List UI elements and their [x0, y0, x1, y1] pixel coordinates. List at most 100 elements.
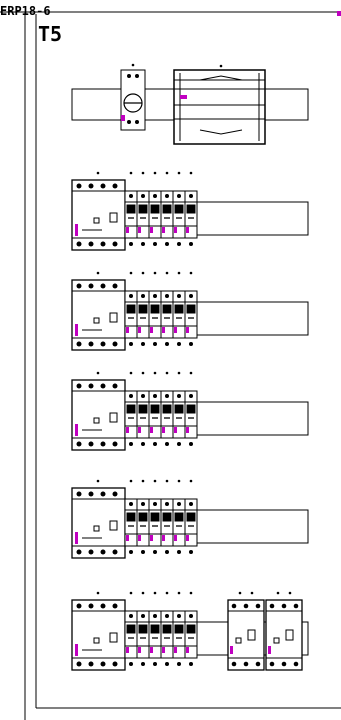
mcb-terminal: [177, 502, 181, 506]
main-switch-row: [71, 63, 309, 145]
mcb-terminal: [177, 442, 181, 446]
rcd-terminal: [112, 549, 118, 555]
mcb-marker: [150, 535, 153, 541]
mcb-marker: [162, 227, 165, 233]
mcb-terminal: [141, 242, 145, 246]
mcb-top-dot: [129, 171, 133, 175]
mcb-top-dot: [189, 371, 193, 375]
mcb-terminal: [141, 394, 145, 398]
mcb-toggle: [162, 512, 172, 522]
mcb-toggle: [138, 404, 148, 414]
mcb-terminal: [153, 550, 157, 554]
mcb-top-dot: [153, 171, 157, 175]
mcb-marker: [126, 647, 129, 653]
rcd-terminal: [76, 549, 82, 555]
mcb-terminal: [141, 550, 145, 554]
mcb-toggle: [138, 304, 148, 314]
mcb-terminal: [153, 442, 157, 446]
rcd-lever: [109, 520, 118, 531]
mcb-toggle: [150, 304, 160, 314]
mcb-terminal: [189, 394, 193, 398]
mcb-marker: [162, 647, 165, 653]
rcd-lever: [109, 312, 118, 323]
mcb-terminal: [129, 662, 133, 666]
mcb-toggle: [174, 512, 184, 522]
rcd-test-button: [93, 525, 100, 532]
mcb-terminal: [165, 194, 169, 198]
mcb-toggle: [174, 204, 184, 214]
mcb-terminal: [129, 342, 133, 346]
rcd-top-dot: [96, 591, 100, 595]
mcb-terminal: [189, 550, 193, 554]
mcb-marker: [174, 227, 177, 233]
rcbo-test-button: [235, 637, 242, 644]
panel-code: ERP18-6: [0, 4, 51, 18]
mcb-terminal: [141, 294, 145, 298]
mcb-top-dot: [153, 591, 157, 595]
mcb-top-dot: [177, 271, 181, 275]
rcd-terminal: [88, 441, 94, 447]
rcd-terminal: [112, 383, 118, 389]
mcb-terminal: [189, 614, 193, 618]
mcb-top-dot: [153, 371, 157, 375]
breaker-row-6: [71, 591, 309, 671]
mcb-top-dot: [141, 271, 145, 275]
rcd-terminal: [100, 383, 106, 389]
rcd-terminal: [112, 283, 118, 289]
mcb-terminal: [165, 662, 169, 666]
rcd-terminal: [76, 383, 82, 389]
rcbo-lever: [247, 629, 256, 641]
mcb-terminal: [189, 662, 193, 666]
mcb-terminal: [165, 502, 169, 506]
breaker-row-3: [71, 271, 309, 351]
mcb-terminal: [153, 294, 157, 298]
rcd-marker: [75, 532, 78, 544]
mcb-marker: [186, 327, 189, 333]
mcb-marker: [186, 227, 189, 233]
breaker-row-5: [71, 479, 309, 559]
mcb-toggle: [138, 512, 148, 522]
rcbo-top-dot: [288, 591, 292, 595]
mcb-marker: [186, 427, 189, 433]
switch-terminal: [127, 120, 131, 124]
rcbo-terminal: [243, 603, 249, 609]
mcb-terminal: [129, 550, 133, 554]
rcd-terminal: [112, 491, 118, 497]
mcb-terminal: [141, 342, 145, 346]
mcb-terminal: [129, 442, 133, 446]
mcb-terminal: [177, 194, 181, 198]
breaker-row-4: [71, 371, 309, 451]
mcb-terminal: [177, 294, 181, 298]
mcb-toggle: [126, 304, 136, 314]
rcd-terminal: [76, 341, 82, 347]
mcb-terminal: [189, 342, 193, 346]
mcb-terminal: [129, 194, 133, 198]
block-arc: [199, 129, 243, 135]
mcb-top-dot: [177, 591, 181, 595]
rcd-marker: [75, 424, 78, 436]
rcd-terminal: [76, 183, 82, 189]
mcb-top-dot: [129, 271, 133, 275]
mcb-marker: [150, 647, 153, 653]
mcb-marker: [150, 227, 153, 233]
mcb-toggle: [126, 404, 136, 414]
mcb-toggle: [150, 624, 160, 634]
mcb-toggle: [162, 204, 172, 214]
mcb-marker: [150, 427, 153, 433]
mcb-top-dot: [129, 479, 133, 483]
rcbo-marker: [268, 646, 271, 654]
rcd-top-dot: [96, 171, 100, 175]
mcb-marker: [162, 327, 165, 333]
rcd-terminal: [88, 341, 94, 347]
mcb-toggle: [186, 204, 196, 214]
rcbo-terminal: [243, 661, 249, 667]
mcb-terminal: [165, 442, 169, 446]
rcd-terminal: [76, 491, 82, 497]
mcb-top-dot: [189, 479, 193, 483]
rcd-terminal: [112, 603, 118, 609]
mcb-terminal: [129, 614, 133, 618]
mcb-terminal: [153, 502, 157, 506]
mcb-marker: [138, 535, 141, 541]
mcb-top-dot: [129, 591, 133, 595]
mcb-top-dot: [153, 271, 157, 275]
